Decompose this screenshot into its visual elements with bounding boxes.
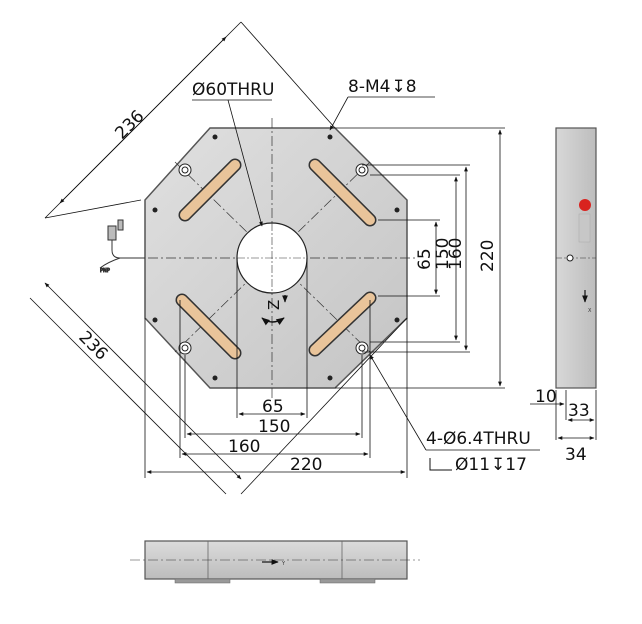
dim-diagonal-lower: 236 (74, 327, 111, 364)
front-view: Y (130, 540, 420, 584)
cable-connector: PNP (100, 219, 145, 275)
dim-diagonal-upper: 236 (111, 106, 148, 143)
svg-text:4-Ø6.4THRU: 4-Ø6.4THRU (426, 429, 531, 449)
dim-horizontal-65: 65 (262, 397, 284, 417)
dim-side-33: 33 (568, 401, 590, 421)
side-view: X (530, 127, 597, 440)
callout-thru-holes: 4-Ø6.4THRU Ø11↧17 (369, 354, 540, 475)
dim-side-10: 10 (535, 387, 557, 407)
dim-vertical-220: 220 (478, 240, 498, 272)
side-axis-label: X (588, 308, 592, 314)
front-axis-label: Y (281, 561, 286, 567)
rotation-axis-label: Z (265, 300, 283, 310)
dim-side-34: 34 (565, 445, 587, 465)
brand-logo (578, 199, 591, 243)
diagonal-dimensions (29, 21, 408, 495)
dim-vertical-65: 65 (415, 248, 435, 270)
vertical-dimensions (335, 127, 505, 389)
rotation-arrow-icon (261, 317, 285, 326)
callout-center-hole: Ø60THRU (192, 80, 274, 227)
svg-text:Ø11↧17: Ø11↧17 (455, 455, 527, 475)
dim-vertical-160: 160 (446, 238, 466, 270)
dim-horizontal-150: 150 (258, 417, 290, 437)
dim-horizontal-220: 220 (290, 455, 322, 475)
horizontal-dimensions (144, 258, 408, 478)
svg-text:8-M4↧8: 8-M4↧8 (348, 77, 417, 97)
svg-text:Ø60THRU: Ø60THRU (192, 80, 274, 100)
dim-horizontal-160: 160 (228, 437, 260, 457)
callout-tapped-holes: 8-M4↧8 (329, 77, 435, 131)
top-view: Z PNP (100, 118, 415, 398)
svg-text:PNP: PNP (100, 268, 110, 274)
dim-vertical-150: 150 (433, 238, 453, 270)
